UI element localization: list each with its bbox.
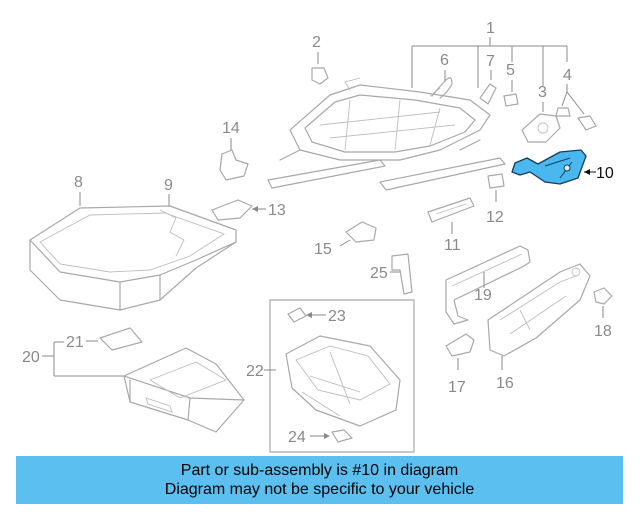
callout-22: 22 — [246, 363, 264, 380]
banner-line-1: Part or sub-assembly is #10 in diagram — [180, 462, 459, 479]
part-13: 13 — [211, 199, 286, 221]
callout-4: 4 — [563, 67, 572, 84]
callout-3: 3 — [538, 84, 547, 101]
part-4: 4 — [555, 67, 597, 131]
part-6: 6 — [431, 52, 453, 99]
part-22-group: 22 23 24 — [246, 299, 415, 453]
callout-10: 10 — [596, 165, 614, 182]
callout-1: 1 — [486, 20, 495, 37]
callout-20: 20 — [22, 349, 40, 366]
part-15: 15 — [314, 221, 377, 258]
callout-1-group: 1 — [411, 20, 568, 88]
callout-17: 17 — [448, 379, 466, 396]
part-3: 3 — [521, 84, 561, 143]
part-18: 18 — [593, 287, 613, 340]
seat-frame — [267, 77, 506, 191]
callout-15: 15 — [314, 241, 332, 258]
seat-cushion: 8 9 — [29, 174, 237, 311]
parts-diagram: 1 2 3 4 5 6 — [22, 20, 614, 453]
part-2: 2 — [311, 34, 329, 85]
callout-8: 8 — [74, 174, 83, 191]
part-17: 17 — [445, 333, 475, 396]
part-14: 14 — [219, 120, 249, 181]
callout-16: 16 — [496, 375, 514, 392]
callout-5: 5 — [506, 62, 515, 79]
banner-line-2: Diagram may not be specific to your vehi… — [164, 481, 475, 498]
callout-23: 23 — [328, 308, 346, 325]
callout-14: 14 — [222, 120, 240, 137]
callout-7: 7 — [486, 53, 495, 70]
part-5: 5 — [503, 62, 519, 107]
part-25: 25 — [370, 253, 413, 295]
part-20-21: 20 21 — [22, 327, 245, 433]
info-banner: Part or sub-assembly is #10 in diagram D… — [16, 456, 623, 504]
callout-24: 24 — [288, 429, 306, 446]
part-11: 11 — [427, 197, 475, 254]
callout-12: 12 — [486, 209, 504, 226]
part-19: 19 — [445, 245, 531, 325]
part-16: 16 — [487, 263, 591, 392]
part-7: 7 — [479, 53, 497, 105]
callout-25: 25 — [370, 265, 388, 282]
callout-13: 13 — [268, 202, 286, 219]
callout-21: 21 — [66, 334, 84, 351]
callout-6: 6 — [440, 52, 449, 69]
part-10-highlighted: 10 — [511, 149, 614, 185]
callout-11: 11 — [444, 237, 461, 254]
callout-18: 18 — [594, 323, 612, 340]
callout-9: 9 — [164, 177, 173, 194]
callout-19: 19 — [474, 287, 492, 304]
callout-2: 2 — [312, 34, 321, 51]
part-12: 12 — [486, 173, 505, 226]
